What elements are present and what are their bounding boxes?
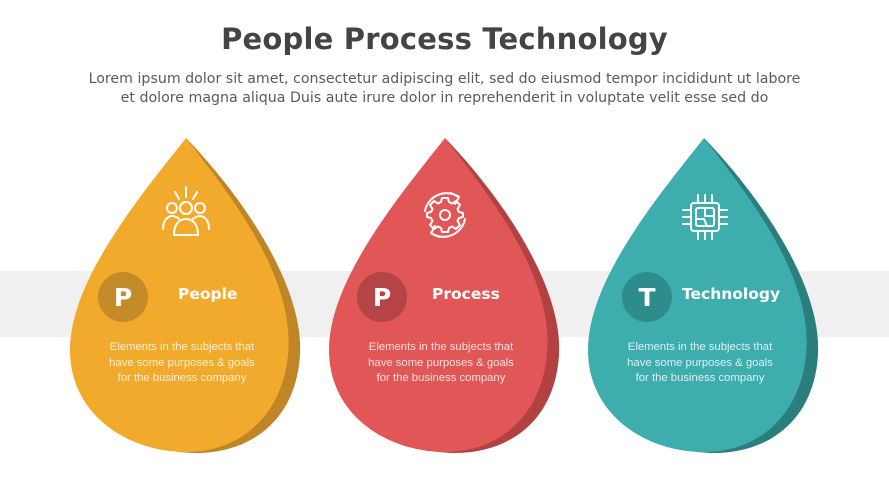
page-title: People Process Technology — [221, 22, 668, 56]
desc-process: Elements in the subjects that have some … — [351, 340, 531, 387]
desc-line: Elements in the subjects that — [368, 341, 514, 353]
badge-people: P — [98, 272, 148, 322]
gear-cycle-icon — [424, 192, 466, 238]
desc-line: for the business company — [376, 372, 506, 384]
drop-people: P People Elements in the subjects that h… — [66, 135, 326, 455]
desc-line: have some purposes & goals — [627, 356, 773, 369]
label-people: People — [178, 285, 238, 303]
desc-technology: Elements in the subjects that have some … — [610, 340, 790, 387]
microchip-icon — [682, 194, 728, 240]
drop-technology: T Technology Elements in the subjects th… — [584, 135, 844, 455]
desc-line: have some purposes & goals — [368, 356, 514, 369]
desc-line: for the business company — [117, 372, 247, 384]
drop-shape-process — [329, 138, 560, 453]
subtitle-line-2: et dolore magna aliqua Duis aute irure d… — [120, 90, 769, 106]
desc-people: Elements in the subjects that have some … — [92, 340, 272, 387]
page-subtitle: Lorem ipsum dolor sit amet, consectetur … — [0, 70, 889, 108]
subtitle-line-1: Lorem ipsum dolor sit amet, consectetur … — [88, 71, 801, 87]
badge-technology: T — [622, 272, 672, 322]
drop-process: P Process Elements in the subjects that … — [325, 135, 585, 455]
desc-line: Elements in the subjects that — [627, 341, 773, 353]
desc-line: for the business company — [635, 372, 765, 384]
desc-line: have some purposes & goals — [109, 356, 255, 369]
badge-process: P — [357, 272, 407, 322]
label-process: Process — [432, 285, 500, 303]
label-technology: Technology — [682, 285, 781, 303]
desc-line: Elements in the subjects that — [109, 341, 255, 353]
people-group-icon — [162, 186, 210, 236]
